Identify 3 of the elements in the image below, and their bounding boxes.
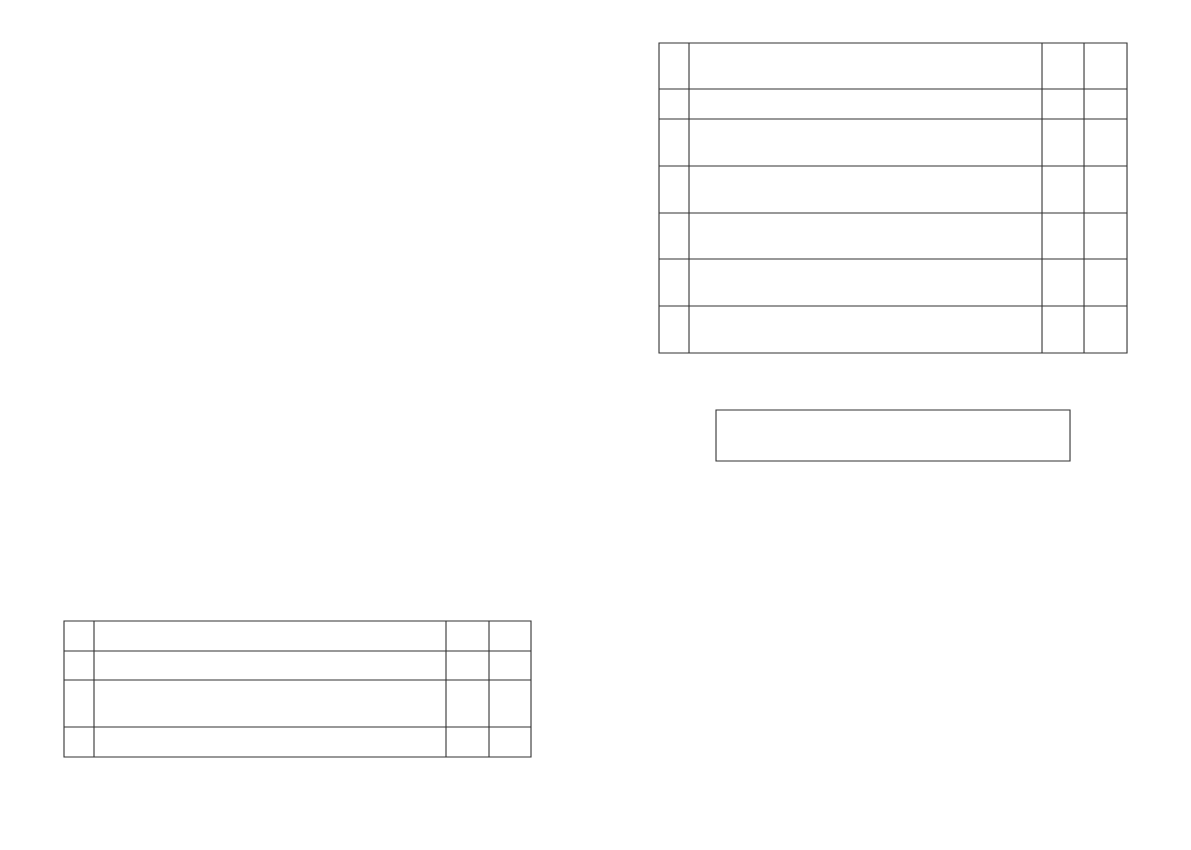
empty-table (658, 42, 1128, 354)
empty-table (63, 620, 532, 758)
empty-box (715, 409, 1071, 462)
